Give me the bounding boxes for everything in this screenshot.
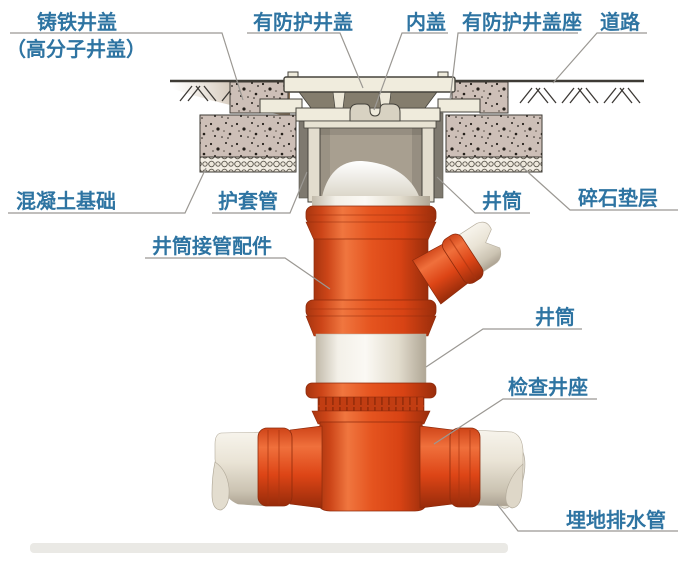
base-socket-left-lip: [257, 427, 293, 507]
gravel-bedding-right: [445, 156, 543, 173]
fitting-bell-top-taper: [305, 221, 437, 241]
gravel-bedding-left: [199, 156, 297, 173]
base-bell-lip: [305, 382, 437, 399]
label-buried-drain-pipe: 埋地排水管: [566, 508, 666, 532]
drain-pipe-left-rim: [211, 461, 230, 511]
concrete-foundation-right: [445, 114, 543, 158]
ground-shadow: [30, 543, 508, 553]
shaft-wall-right: [421, 125, 435, 203]
fitting-bell-bottom-taper: [305, 315, 437, 337]
label-inner-cover: 内盖: [406, 10, 446, 34]
label-polymer-cover: （高分子井盖）: [6, 37, 146, 61]
inspection-well-base-part: [211, 382, 526, 512]
leader-cast-iron-cover: [10, 32, 244, 101]
label-well-shaft-mid: 井筒: [535, 305, 575, 329]
label-cast-iron-cover: 铸铁井盖: [37, 10, 117, 34]
fitting-body: [313, 238, 429, 302]
leader-gravel-bedding: [519, 164, 678, 211]
base-socket-right-lip: [449, 427, 481, 508]
leader-concrete-foundation: [8, 167, 207, 214]
base-body: [316, 421, 428, 512]
base-knurl-band: [317, 396, 425, 412]
label-concrete-foundation: 混凝土基础: [16, 189, 116, 213]
leader-protective-cover-seat: [449, 32, 578, 101]
branch-white-stub: [457, 221, 502, 273]
riser-stack: [305, 196, 502, 387]
leader-inspection-well-base: [433, 398, 597, 445]
leader-inner-cover: [373, 32, 448, 111]
leader-road: [552, 32, 647, 84]
cover-seat-lip: [303, 120, 437, 129]
base-bell-taper: [311, 410, 431, 425]
cover-rib-1: [332, 91, 346, 109]
base-socket-left-cone: [289, 425, 323, 509]
label-protective-cover-seat: 有防护井盖座: [462, 10, 582, 34]
manhole-cover-assembly: [283, 71, 456, 203]
labels: 铸铁井盖 （高分子井盖） 有防护井盖 内盖 有防护井盖座 道路 混凝土基础 护套…: [6, 10, 666, 532]
leader-protective-cover: [247, 32, 364, 89]
label-inspection-well-base: 检查井座: [508, 375, 588, 399]
well-shaft-pipe: [315, 333, 427, 387]
leader-sleeve-pipe: [212, 171, 308, 214]
cover-seat-flange-left: [255, 98, 303, 114]
label-shaft-connector-fitting: 井筒接管配件: [152, 234, 272, 258]
drain-pipe-right: [469, 429, 526, 509]
cover-seat-flange-right: [437, 98, 485, 113]
interior-shade-left: [320, 126, 330, 202]
leader-lines: [8, 32, 678, 532]
leader-shaft-connector-fitting: [145, 257, 331, 290]
manhole-cover-slab: [283, 76, 456, 93]
label-protective-cover: 有防护井盖: [253, 10, 353, 34]
label-gravel-bedding: 碎石垫层: [578, 186, 658, 210]
drain-pipe-right-rim: [505, 463, 524, 509]
concrete-foundation-left: [199, 114, 297, 158]
leader-well-shaft-top: [436, 176, 530, 214]
leader-buried-drain-pipe: [496, 503, 678, 532]
label-road: 道路: [600, 10, 641, 34]
leader-well-shaft-mid: [425, 328, 582, 368]
branch-lip-groove: [449, 238, 477, 280]
concrete-and-gravel: [199, 81, 543, 173]
pipe-dome-highlight: [321, 160, 421, 202]
interior-shade-right: [412, 126, 422, 202]
drain-pipe-left: [211, 431, 268, 511]
label-sleeve-pipe: 护套管: [218, 189, 278, 213]
interior-shade-top: [320, 126, 422, 135]
upper-concrete-right: [451, 81, 509, 114]
label-well-shaft-top: 井筒: [482, 189, 522, 213]
branch-socket: [411, 221, 502, 305]
shaft-wall-left: [307, 125, 321, 203]
base-socket-right-cone: [419, 425, 454, 509]
inner-cover-part: [349, 103, 401, 122]
soil-hatch-right: [519, 87, 641, 104]
